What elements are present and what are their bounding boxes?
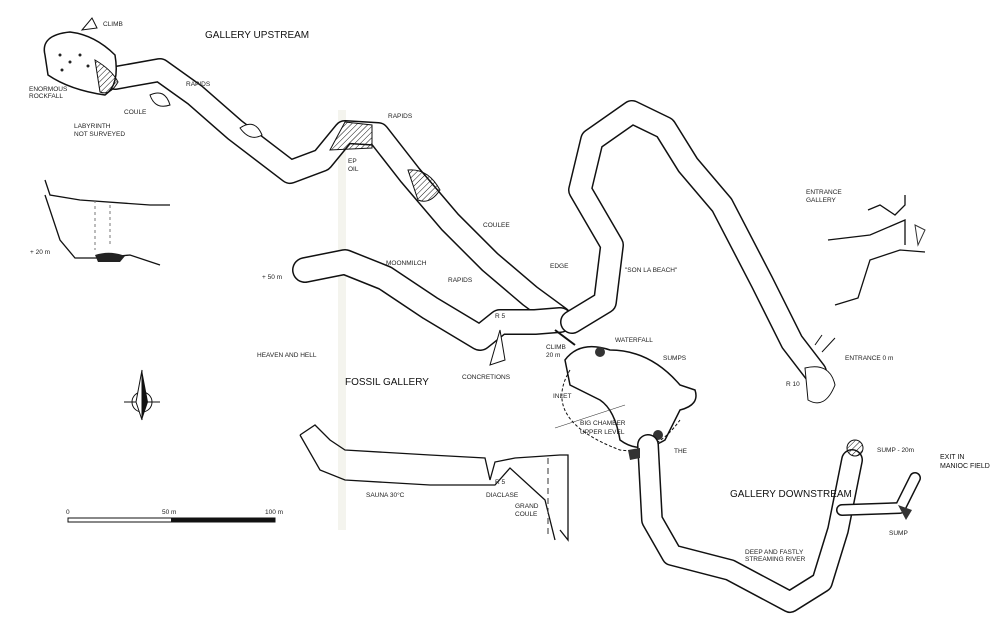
label-diaclase: DIACLASE — [486, 492, 519, 499]
label-son-la-beach: "SON LA BEACH" — [625, 267, 678, 274]
title-fossil-gallery: FOSSIL GALLERY — [345, 377, 429, 388]
label-climb-20-1: CLIMB — [546, 344, 566, 351]
label-edge: EDGE — [550, 263, 569, 270]
scale-bar: 0 50 m 100 m — [66, 509, 283, 523]
label-climb: CLIMB — [103, 21, 123, 28]
label-river-1: DEEP AND FASTLY — [745, 549, 804, 556]
label-r5-b: R 5 — [495, 479, 506, 486]
label-heaven-and-hell: HEAVEN AND HELL — [257, 352, 317, 359]
profile-entrance — [827, 195, 926, 306]
label-deep-1: EP — [348, 158, 357, 165]
label-climb-20-2: 20 m — [546, 352, 560, 359]
label-plus-50m: + 50 m — [262, 274, 282, 281]
label-sump-20m: SUMP - 20m — [877, 447, 914, 454]
label-big-chamber-2: UPPER LEVEL — [580, 429, 625, 436]
label-sauna: SAUNA 30°C — [366, 491, 405, 499]
label-sump: SUMP — [889, 530, 908, 537]
label-entrance-0m: ENTRANCE 0 m — [845, 355, 893, 362]
label-river-2: STREAMING RIVER — [745, 556, 806, 563]
label-exit-1: EXIT IN — [940, 454, 964, 461]
passage-fossil-gallery — [292, 249, 573, 366]
passage-upstream — [43, 17, 572, 330]
label-plus-20m: + 20 m — [30, 249, 50, 256]
label-big-chamber-1: BIG CHAMBER — [580, 420, 626, 427]
passage-entrance-gallery — [560, 100, 836, 404]
label-grand-coule-1: GRAND — [515, 503, 539, 510]
big-chamber — [554, 329, 697, 452]
label-enormous-rockfall-1: ENORMOUS — [29, 86, 68, 93]
label-rapids-3: RAPIDS — [448, 277, 473, 284]
label-entrance-gallery-2: GALLERY — [806, 197, 837, 204]
scale-end: 100 m — [265, 509, 283, 516]
label-inlet: INLET — [553, 393, 571, 400]
label-enormous-rockfall-2: ROCKFALL — [29, 93, 63, 100]
passage-downstream — [628, 434, 921, 613]
profile-upstream — [44, 179, 170, 266]
title-gallery-downstream: GALLERY DOWNSTREAM — [730, 489, 852, 500]
label-labyrinth-2: NOT SURVEYED — [74, 131, 125, 138]
label-coule: COULE — [124, 109, 147, 116]
label-coulee: COULEE — [483, 222, 510, 229]
label-concretions: CONCRETIONS — [462, 374, 511, 381]
title-gallery-upstream: GALLERY UPSTREAM — [205, 30, 309, 41]
profile-sauna — [299, 424, 569, 542]
north-arrow-icon — [124, 369, 160, 421]
scale-mid: 50 m — [162, 509, 176, 516]
label-moonmilch: MOONMILCH — [386, 260, 427, 267]
leader-line — [554, 404, 626, 429]
paper-seam — [338, 110, 346, 530]
label-r10: R 10 — [786, 381, 800, 388]
scale-zero: 0 — [66, 509, 70, 516]
label-exit-2: MANIOC FIELD — [940, 463, 990, 470]
label-labyrinth-1: LABYRINTH — [74, 123, 111, 130]
label-grand-coule-2: COULE — [515, 511, 538, 518]
label-deep-2: OIL — [348, 166, 359, 173]
label-sumps: SUMPS — [663, 355, 687, 362]
label-r5-a: R 5 — [495, 313, 506, 320]
label-the: THE — [674, 448, 688, 455]
label-rapids-1: RAPIDS — [186, 81, 211, 88]
label-rapids-2: RAPIDS — [388, 113, 413, 120]
label-waterfall: WATERFALL — [615, 337, 653, 344]
label-entrance-gallery-1: ENTRANCE — [806, 189, 842, 196]
